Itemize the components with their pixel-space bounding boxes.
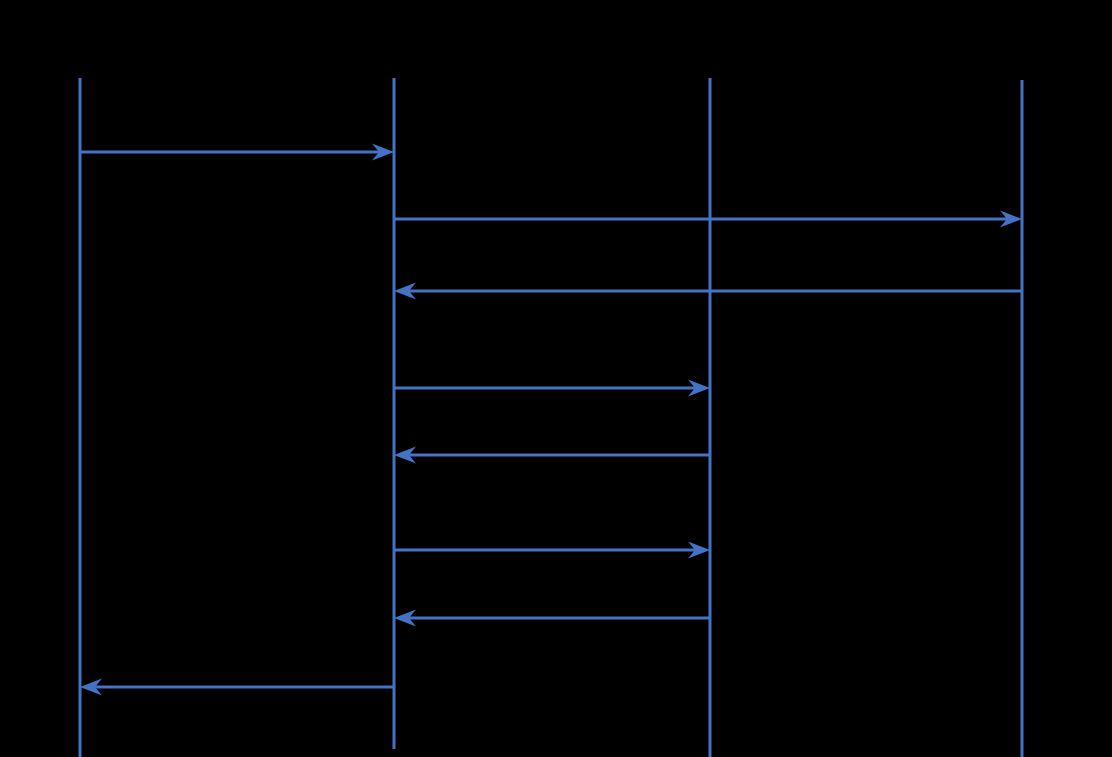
message-3-arrowhead-icon	[394, 282, 416, 300]
message-1-arrowhead-icon	[372, 143, 394, 161]
message-5	[394, 446, 710, 464]
message-6	[394, 541, 710, 559]
message-8-arrowhead-icon	[80, 678, 102, 696]
message-4	[394, 379, 710, 397]
message-3	[394, 282, 1022, 300]
message-5-arrowhead-icon	[394, 446, 416, 464]
message-1	[80, 143, 394, 161]
message-4-arrowhead-icon	[688, 379, 710, 397]
message-2	[394, 210, 1022, 228]
message-2-arrowhead-icon	[1000, 210, 1022, 228]
message-7	[394, 609, 710, 627]
message-8	[80, 678, 394, 696]
message-7-arrowhead-icon	[394, 609, 416, 627]
message-6-arrowhead-icon	[688, 541, 710, 559]
